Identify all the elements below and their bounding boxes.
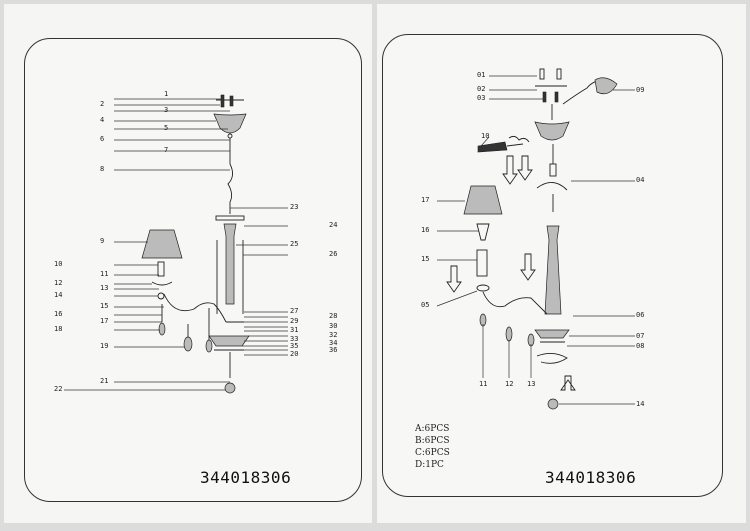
quantity-b: B:6PCS <box>415 436 450 446</box>
left-page-frame <box>24 38 362 502</box>
part-label-8: 8 <box>100 165 105 173</box>
part-label-01: 01 <box>477 71 486 79</box>
part-label-4: 4 <box>100 116 105 124</box>
part-label-09: 09 <box>636 86 645 94</box>
part-label-1: 1 <box>164 90 169 98</box>
part-label-6: 6 <box>100 135 105 143</box>
part-label-34: 34 <box>329 339 338 347</box>
part-label-16: 16 <box>54 310 63 318</box>
part-label-11: 11 <box>479 380 488 388</box>
part-label-29: 29 <box>290 317 299 325</box>
part-label-24: 24 <box>329 221 338 229</box>
right-instruction-page: 01 02 03 04 05 06 07 08 09 10 11 12 13 1… <box>377 4 746 523</box>
part-label-13: 13 <box>527 380 536 388</box>
part-label-18: 18 <box>54 325 63 333</box>
part-label-19: 19 <box>100 342 109 350</box>
quantity-a: A:6PCS <box>415 424 450 434</box>
part-label-20: 20 <box>290 350 299 358</box>
part-label-07: 07 <box>636 332 645 340</box>
part-label-13: 13 <box>100 284 109 292</box>
part-label-14: 14 <box>54 291 63 299</box>
quantity-d: D:1PC <box>415 460 444 470</box>
part-label-08: 08 <box>636 342 645 350</box>
part-label-9: 9 <box>100 237 105 245</box>
left-model-code: 344018306 <box>200 468 292 487</box>
right-model-code: 344018306 <box>545 468 637 487</box>
part-label-11: 11 <box>100 270 109 278</box>
part-label-7: 7 <box>164 146 169 154</box>
part-label-03: 03 <box>477 94 486 102</box>
part-label-30: 30 <box>329 322 338 330</box>
part-label-2: 2 <box>100 100 105 108</box>
part-label-15: 15 <box>421 255 430 263</box>
part-label-02: 02 <box>477 85 486 93</box>
part-label-10: 10 <box>481 132 490 140</box>
part-label-36: 36 <box>329 346 338 354</box>
part-label-22: 22 <box>54 385 63 393</box>
part-label-04: 04 <box>636 176 645 184</box>
part-label-33: 33 <box>290 335 299 343</box>
part-label-26: 26 <box>329 250 338 258</box>
part-label-17: 17 <box>100 317 109 325</box>
part-label-35: 35 <box>290 342 299 350</box>
part-label-25: 25 <box>290 240 299 248</box>
part-label-27: 27 <box>290 307 299 315</box>
part-label-23: 23 <box>290 203 299 211</box>
part-label-06: 06 <box>636 311 645 319</box>
part-label-5: 5 <box>164 124 169 132</box>
right-assembly-diagram <box>436 68 635 410</box>
left-instruction-page: 1 2 3 4 5 6 7 8 9 10 11 12 13 14 15 16 1… <box>4 4 372 523</box>
part-label-31: 31 <box>290 326 299 334</box>
quantity-c: C:6PCS <box>415 448 450 458</box>
part-label-05: 05 <box>421 301 430 309</box>
part-label-12: 12 <box>505 380 514 388</box>
part-label-21: 21 <box>100 377 109 385</box>
part-label-32: 32 <box>329 331 338 339</box>
part-label-17: 17 <box>421 196 430 204</box>
part-label-28: 28 <box>329 312 338 320</box>
part-label-15: 15 <box>100 302 109 310</box>
left-exploded-diagram <box>64 94 288 394</box>
part-label-12: 12 <box>54 279 63 287</box>
part-label-16: 16 <box>421 226 430 234</box>
part-label-14: 14 <box>636 400 645 408</box>
part-label-10: 10 <box>54 260 63 268</box>
part-label-3: 3 <box>164 106 169 114</box>
